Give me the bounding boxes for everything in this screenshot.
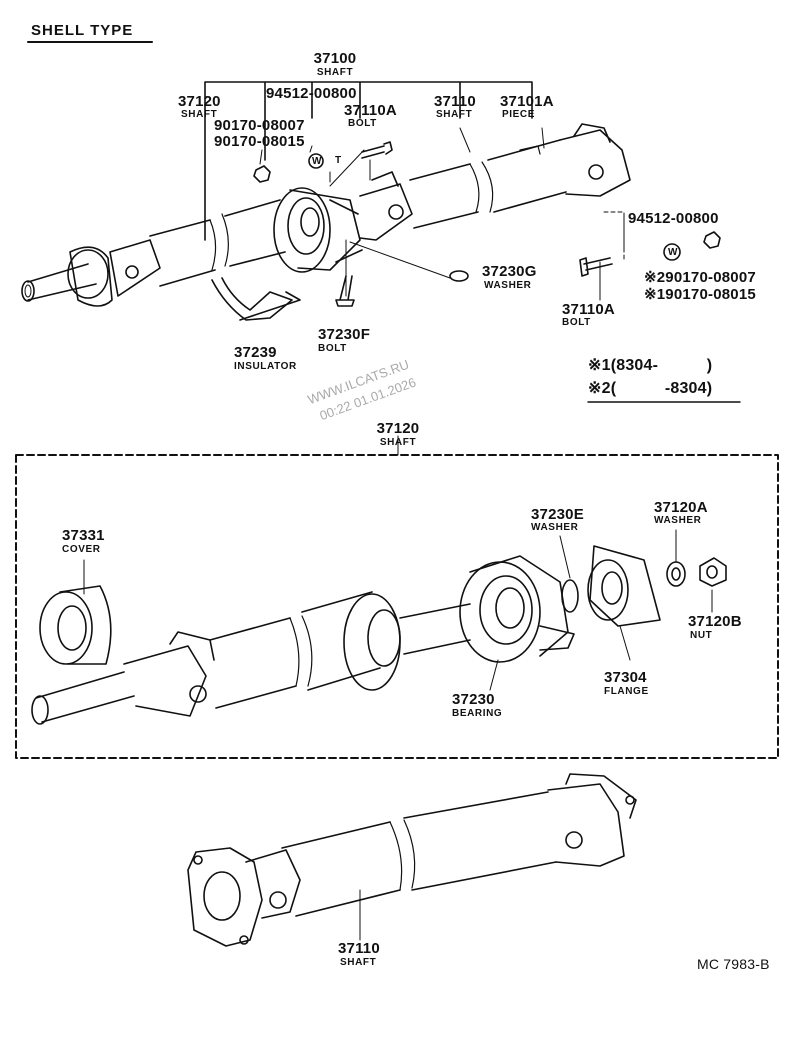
part-name-37110-bottom: SHAFT: [340, 957, 377, 968]
part-number-94512-right[interactable]: 94512-00800: [628, 210, 719, 227]
torque-marker: T: [335, 155, 342, 166]
part-number-94512-top[interactable]: 94512-00800: [266, 85, 357, 102]
part-number-290170-08007[interactable]: ※290170-08007: [644, 269, 756, 286]
part-name-37230: BEARING: [452, 708, 503, 719]
part-number-37239[interactable]: 37239: [234, 344, 277, 361]
top-shaft-assembly: [22, 82, 720, 320]
part-number-37110A-right[interactable]: 37110A: [562, 301, 615, 318]
part-number-37101A[interactable]: 37101A: [500, 93, 554, 110]
part-number-37120-top[interactable]: 37120: [178, 93, 221, 110]
detail-frame: [16, 455, 778, 758]
part-number-190170-08015[interactable]: ※190170-08015: [644, 286, 756, 303]
part-number-90170-08007-top[interactable]: 90170-08007: [214, 117, 305, 134]
37230F-bolt: [336, 276, 354, 306]
diagram-title: SHELL TYPE: [31, 22, 134, 39]
part-number-37110-top[interactable]: 37110: [434, 93, 476, 110]
part-number-90170-08015-top[interactable]: 90170-08015: [214, 133, 305, 150]
part-name-37101A: PIECE: [502, 109, 536, 120]
part-number-37120-detail[interactable]: 37120: [376, 420, 420, 437]
37230G-washer: [450, 271, 468, 281]
90170-nut-right: [704, 232, 720, 248]
part-name-37230F: BOLT: [318, 343, 347, 354]
washer-marker-right: W: [668, 247, 679, 258]
part-name-37120-detail: SHAFT: [379, 437, 417, 448]
part-name-37120B: NUT: [690, 630, 713, 641]
part-name-37230G: WASHER: [484, 280, 532, 291]
part-name-37100: SHAFT: [316, 67, 354, 78]
37239-insulator-shape: [212, 278, 292, 320]
94512-washer-top: [309, 154, 323, 168]
part-number-37110A-top[interactable]: 37110A: [344, 102, 397, 119]
part-number-37331[interactable]: 37331: [62, 527, 105, 544]
part-name-37110-top: SHAFT: [436, 109, 473, 120]
part-number-37120A[interactable]: 37120A: [654, 499, 708, 516]
part-name-37120-top: SHAFT: [181, 109, 218, 120]
37110A-bolt-right: [580, 258, 612, 276]
legend-row-1: ※1(8304- ): [588, 357, 713, 374]
90170-nut-top: [254, 166, 270, 182]
part-name-37110A-right: BOLT: [562, 317, 591, 328]
37110A-bolt-top: [362, 142, 392, 158]
part-name-37331: COVER: [62, 544, 101, 555]
part-number-37230F[interactable]: 37230F: [318, 326, 371, 343]
part-number-37100[interactable]: 37100: [313, 50, 357, 67]
legend-row-2: ※2( -8304): [588, 380, 713, 397]
37100-bracket: [205, 82, 532, 240]
part-number-37120B[interactable]: 37120B: [688, 613, 742, 630]
94512-washer-right: [664, 244, 680, 260]
part-number-37230E[interactable]: 37230E: [531, 506, 584, 523]
part-number-37304[interactable]: 37304: [604, 669, 647, 686]
part-name-37110A-top: BOLT: [348, 118, 377, 129]
washer-marker-top: W: [312, 156, 323, 167]
diagram-code: MC 7983-B: [697, 956, 770, 972]
detail-shaft-assembly: [16, 436, 778, 758]
part-name-37239: INSULATOR: [234, 361, 297, 372]
part-number-37230[interactable]: 37230: [452, 691, 495, 708]
part-number-37110-bottom[interactable]: 37110: [338, 940, 380, 957]
part-number-37230G[interactable]: 37230G: [482, 263, 537, 280]
part-name-37120A: WASHER: [654, 515, 702, 526]
bottom-shaft-assembly: [188, 774, 636, 946]
part-name-37230E: WASHER: [531, 522, 579, 533]
part-name-37304: FLANGE: [604, 686, 649, 697]
